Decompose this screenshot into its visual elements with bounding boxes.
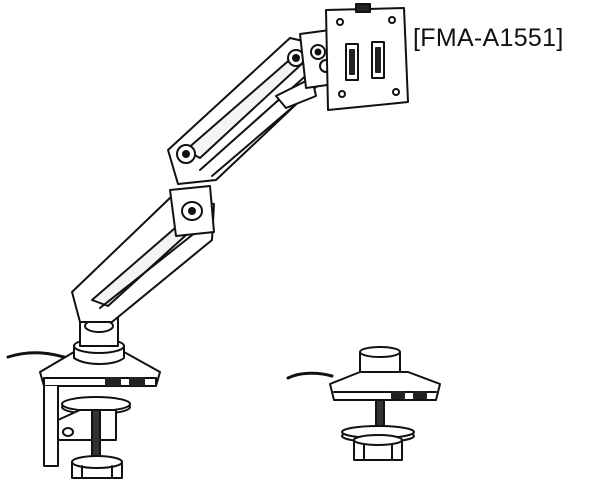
model-number-label: [FMA-A1551] [413,24,564,52]
vesa-plate [325,3,409,111]
lower-arm [71,185,215,347]
c-clamp [43,385,131,479]
grommet-mount-illustration [286,346,441,461]
